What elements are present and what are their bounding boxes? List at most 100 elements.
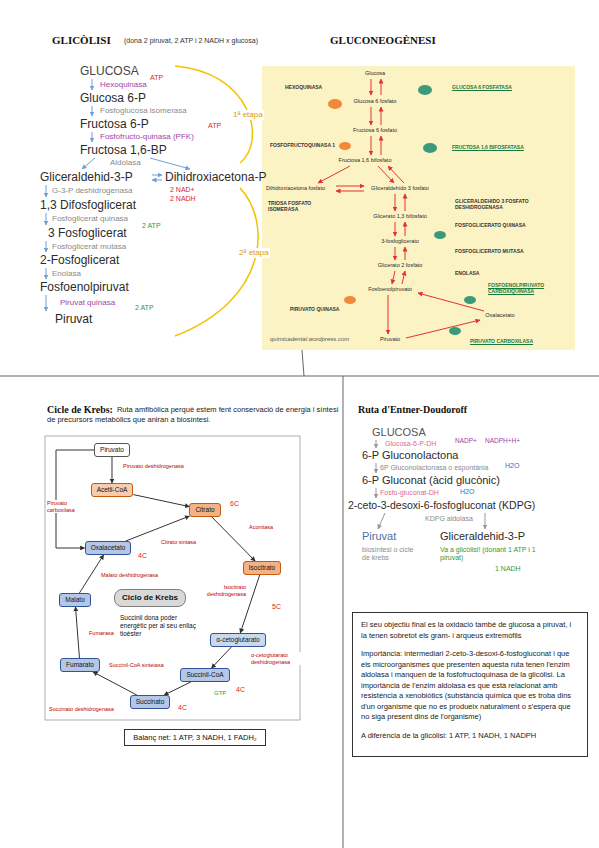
reaction-arrow <box>46 295 47 311</box>
reaction-arrow <box>381 136 382 155</box>
reaction-arrow <box>93 672 137 695</box>
metabolite: Glucosa <box>365 70 385 77</box>
cofactor: 2 ATP <box>142 222 161 230</box>
metabolite: Fosfoenolpiruvat <box>40 280 129 294</box>
enzyme-icon <box>344 296 356 304</box>
node-text: Citrato <box>195 506 214 514</box>
enzyme-name: KDPG aldolasa <box>425 515 473 523</box>
enzyme-name: 6P Gluconolactonasa o espontània <box>380 464 488 472</box>
node-text: Fumarato <box>66 661 94 669</box>
annotation: 1 NADH <box>495 565 521 573</box>
enzyme-icon <box>464 296 476 304</box>
enzyme-name: HEXOQUINASA <box>285 84 322 90</box>
glycolysis-arrows <box>46 79 190 311</box>
enzyme-name: PIRUVATO CARBOXILASA <box>470 338 533 344</box>
node-text: El seu objectiu final es la oxidació tam… <box>361 620 579 641</box>
carbon-count: 5C <box>272 603 281 611</box>
enzyme-icon <box>328 99 342 109</box>
cofactor: H2O <box>460 488 474 496</box>
enzyme-name: Piruvat quinasa <box>60 298 115 308</box>
cycle-title-box: Ciclo de Krebs <box>114 589 186 607</box>
reaction-arrow <box>395 247 396 260</box>
enzyme-label: Piruvato carboxilasa <box>46 500 92 513</box>
enzyme-name: TRIOSA FOSFATO ISOMERASA <box>268 200 330 212</box>
divider-line <box>0 376 599 377</box>
metabolite: Glucosa 6 fosfato <box>354 98 397 105</box>
reaction-arrow <box>378 166 394 183</box>
enzyme-icon <box>434 231 446 239</box>
cofactor: ATP <box>208 122 221 130</box>
metabolite: Fructosa 6-P <box>80 117 149 131</box>
metabolite: Glucosa 6-P <box>80 91 146 105</box>
node-text: Malato <box>65 596 85 604</box>
metabolite: GLUCOSA <box>80 64 139 78</box>
reaction-arrow <box>150 158 190 169</box>
panel-fill <box>262 66 575 350</box>
node-text: Importància: intermediari 2-ceto-3-desox… <box>361 649 579 723</box>
enzyme-name: G-3-P deshidrogenasa <box>52 186 132 196</box>
reaction-arrow <box>111 457 112 483</box>
enzyme-name: Aldolasa <box>110 158 141 168</box>
section-note: Ruta amfibòlica perquè estem fent conser… <box>47 405 339 425</box>
reaction-arrow <box>336 186 364 187</box>
reaction-arrow <box>402 271 405 284</box>
metabolite-box: Citrato <box>189 503 220 517</box>
enzyme-label: Piruvato deshidrogenasa <box>122 463 185 470</box>
note-box: El seu objectiu final es la oxidació tam… <box>352 612 588 757</box>
reaction-arrow <box>56 450 94 548</box>
reaction-arrow <box>371 136 372 155</box>
metabolite: Gliceraldehid-3-P <box>440 530 525 543</box>
reaction-arrow <box>388 166 404 183</box>
reaction-arrow <box>164 682 191 695</box>
reaction-arrow <box>395 194 396 211</box>
enzyme-icon <box>339 142 351 150</box>
carbon-count: 4C <box>178 704 187 712</box>
node-text: Oxalacetato <box>91 544 126 552</box>
metabolite: Glicerato 1,3 bifosfato <box>373 213 427 220</box>
metabolite-box: Isocitrato <box>243 561 281 575</box>
metabolite: Dihidroxiacetona fosfato <box>266 185 325 192</box>
watermark: quimicadental.wordpress.com <box>270 336 349 342</box>
reaction-arrow <box>381 107 382 125</box>
enzyme-name: PIRUVATO QUINASA <box>290 306 339 312</box>
cofactor: NADP+ <box>455 437 477 445</box>
reaction-arrow <box>152 180 162 181</box>
reaction-arrow <box>92 132 93 142</box>
enzyme-name: Fosfofructo-quinasa (PFK) <box>100 132 194 142</box>
reaction-arrow <box>392 271 395 284</box>
enzyme-icon <box>449 327 461 335</box>
reaction-arrow <box>376 463 377 473</box>
node-text: Piruvato <box>100 446 124 454</box>
metabolite-box: Succinato <box>130 695 171 709</box>
reaction-arrow <box>318 166 350 183</box>
stage-label: 1ª etapa <box>232 110 264 120</box>
reaction-arrow <box>92 106 93 116</box>
metabolite-box: Piruvato <box>94 443 130 457</box>
enzyme-label: Succinato deshidrogenasa <box>48 706 115 713</box>
annotation: biosíntesi o cicle de krebs <box>362 546 422 563</box>
enzyme-name: Hexoquinasa <box>100 80 147 90</box>
node-text: Ciclo de Krebs <box>122 593 178 603</box>
enzyme-label: Succinil-CoA sintetasa <box>108 662 165 669</box>
cofactor: 2 NADH <box>170 195 196 203</box>
node-text: Balanç net: 1 ATP, 3 NADH, 1 FADH₂ <box>133 733 257 742</box>
reaction-arrow <box>336 191 364 192</box>
enzyme-label: Isocitrato deshidrogenasa <box>190 584 247 597</box>
enzyme-name: Glucosa-6-P-DH <box>385 440 436 448</box>
metabolite: 1,3 Difosfoglicerat <box>40 198 136 212</box>
reaction-arrow <box>46 213 47 225</box>
metabolite: Fructosa 6 fosfato <box>353 127 397 134</box>
metabolite-box: Fumarato <box>60 658 100 672</box>
enzyme-name: GLUCOSA 6 FOSFATASA <box>452 84 512 90</box>
metabolite: Fructosa 1,6 bifosfato <box>339 157 392 164</box>
metabolite: Gliceraldehido 3 fosfato <box>371 185 429 192</box>
cofactor: NADPH+H+ <box>485 437 520 445</box>
reaction-arrow <box>371 79 372 95</box>
figure-frame <box>45 436 300 720</box>
enzyme-name: ENOLASA <box>455 270 479 276</box>
enzyme-name: Fosfoglicerat quinasa <box>52 214 128 224</box>
reaction-arrow <box>46 185 47 197</box>
metabolite: 6-P Gluconolactona <box>362 449 458 462</box>
reaction-arrow <box>82 158 95 169</box>
